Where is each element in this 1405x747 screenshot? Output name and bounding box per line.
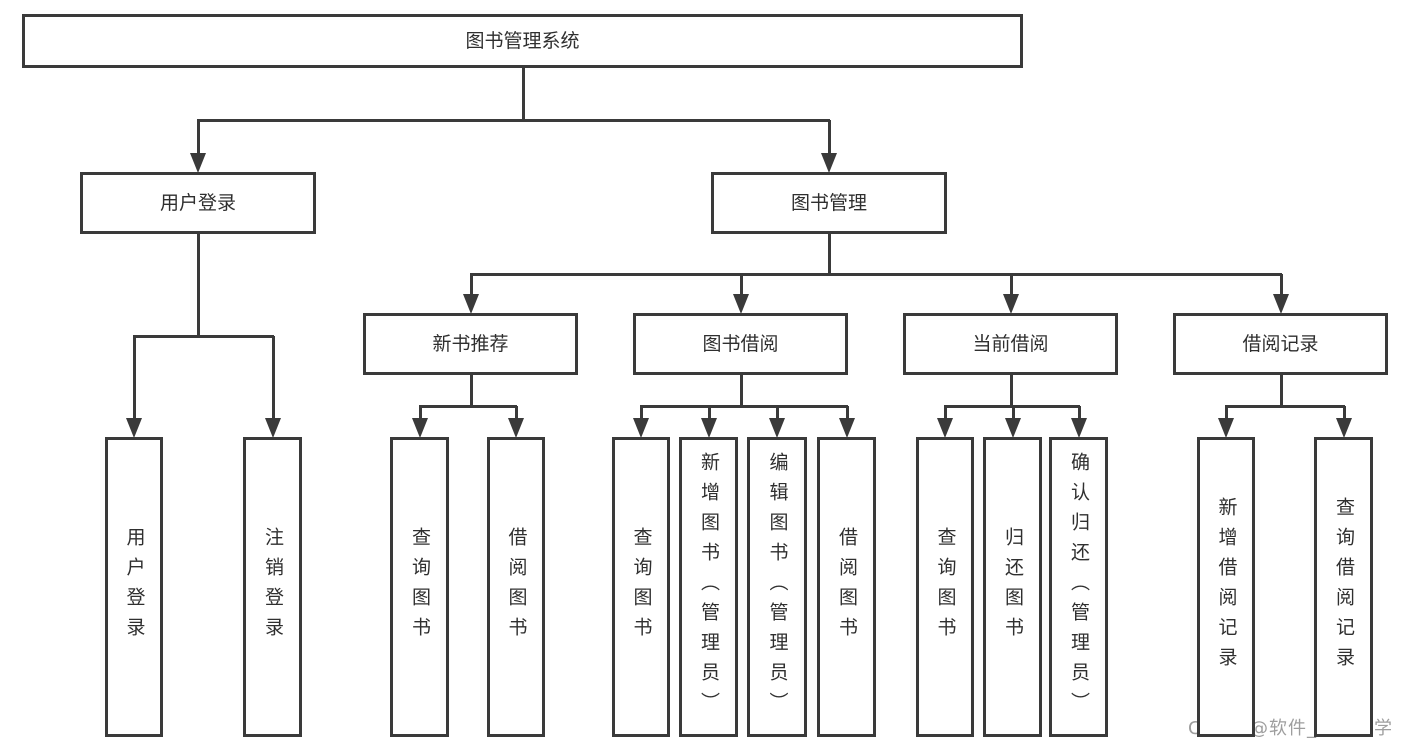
node-logout-op: 注销登录 [243,437,302,737]
connector-line [640,405,848,408]
arrowhead-down-icon [937,418,953,438]
connector-line [828,120,831,158]
node-book-borrowing: 图书借阅 [633,313,848,375]
node-query-books-borrowing: 查询图书 [612,437,670,737]
node-label-book-management: 图书管理 [790,191,867,214]
connector-line [828,234,831,274]
connector-line [740,375,743,406]
node-label-logout-op: 注销登录 [262,527,284,647]
connector-line [1010,274,1013,299]
node-label-query-books-current: 查询图书 [934,527,957,647]
node-label-new-book-recommend: 新书推荐 [432,332,509,355]
node-add-books-admin: 新增图书（管理员） [679,437,738,737]
connector-line [470,273,1282,276]
arrowhead-down-icon [1005,418,1021,438]
arrowhead-down-icon [633,418,649,438]
connector-line [1010,375,1013,406]
connector-line [776,406,779,423]
connector-line [1225,405,1345,408]
arrowhead-down-icon [265,418,281,438]
node-label-add-borrow-record: 新增借阅记录 [1215,497,1238,677]
arrowhead-down-icon [821,153,837,173]
connector-line [1343,406,1346,423]
node-label-query-borrow-record: 查询借阅记录 [1333,497,1355,677]
node-label-query-books-borrowing: 查询图书 [630,527,653,647]
node-add-borrow-record: 新增借阅记录 [1197,437,1255,737]
connector-line [197,234,200,336]
node-root: 图书管理系统 [22,14,1023,68]
arrowhead-down-icon [701,418,717,438]
connector-line [272,336,275,423]
node-borrowing-records: 借阅记录 [1173,313,1388,375]
connector-line [944,406,947,423]
arrowhead-down-icon [190,153,206,173]
connector-line [846,406,849,423]
node-label-add-books-admin: 新增图书（管理员） [698,452,720,722]
connector-line [515,406,518,423]
node-edit-books-admin: 编辑图书（管理员） [747,437,807,737]
node-query-borrow-record: 查询借阅记录 [1314,437,1373,737]
node-book-management: 图书管理 [711,172,947,234]
node-label-book-borrowing: 图书借阅 [702,332,779,355]
node-label-return-books: 归还图书 [1002,527,1024,647]
node-query-books-current: 查询图书 [916,437,974,737]
node-borrow-books-borrowing: 借阅图书 [817,437,876,737]
arrowhead-down-icon [412,418,428,438]
connector-line [708,406,711,423]
connector-line [1078,406,1081,423]
arrowhead-down-icon [733,294,749,314]
connector-line [197,120,200,158]
connector-line [522,68,525,120]
node-label-edit-books-admin: 编辑图书（管理员） [766,452,789,722]
node-user-login-op: 用户登录 [105,437,163,737]
arrowhead-down-icon [1336,418,1352,438]
connector-line [470,274,473,299]
node-current-borrowing: 当前借阅 [903,313,1118,375]
connector-line [419,405,517,408]
connector-line [1280,274,1283,299]
node-label-user-login: 用户登录 [159,191,236,214]
connector-line [1280,375,1283,406]
connector-line [133,335,274,338]
connector-line [197,119,830,122]
node-query-books-recommend: 查询图书 [390,437,449,737]
node-label-borrow-books-borrowing: 借阅图书 [836,527,858,647]
arrowhead-down-icon [1003,294,1019,314]
arrowhead-down-icon [1273,294,1289,314]
node-label-confirm-return-admin: 确认归还（管理员） [1068,452,1090,722]
arrowhead-down-icon [508,418,524,438]
node-label-root: 图书管理系统 [465,29,580,52]
connector-line [133,336,136,423]
connector-line [1012,406,1015,423]
connector-line [1225,406,1228,423]
arrowhead-down-icon [1218,418,1234,438]
arrowhead-down-icon [769,418,785,438]
node-label-user-login-op: 用户登录 [123,527,146,647]
node-return-books: 归还图书 [983,437,1042,737]
arrowhead-down-icon [463,294,479,314]
node-new-book-recommend: 新书推荐 [363,313,578,375]
arrowhead-down-icon [126,418,142,438]
connector-line [419,406,422,423]
node-label-borrowing-records: 借阅记录 [1242,332,1319,355]
node-confirm-return-admin: 确认归还（管理员） [1049,437,1108,737]
node-borrow-books-recommend: 借阅图书 [487,437,545,737]
connector-line [640,406,643,423]
arrowhead-down-icon [1071,418,1087,438]
node-user-login: 用户登录 [80,172,316,234]
node-label-query-books-recommend: 查询图书 [409,527,431,647]
connector-line [740,274,743,299]
node-label-current-borrowing: 当前借阅 [972,332,1049,355]
node-label-borrow-books-recommend: 借阅图书 [505,527,528,647]
arrowhead-down-icon [839,418,855,438]
connector-line [470,375,473,406]
